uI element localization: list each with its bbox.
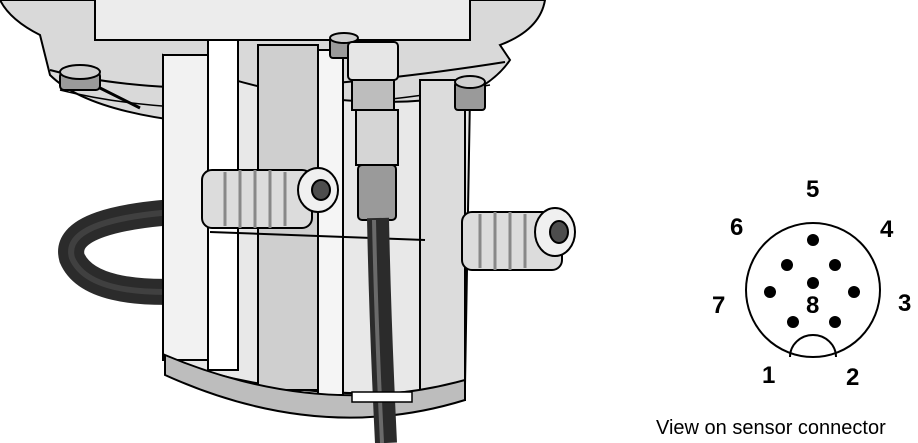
flange-bolt-left: [59, 64, 141, 110]
connector-outline: [745, 222, 881, 358]
pin-label-5: 5: [806, 176, 820, 203]
sensor-connector-plug: [347, 41, 399, 221]
pin-label-8: 8: [806, 292, 820, 319]
pin-label-7: 7: [712, 292, 726, 319]
pin-label-2: 2: [846, 364, 860, 391]
connector-pinout-diagram: [745, 222, 881, 358]
pin-label-6: 6: [730, 214, 744, 241]
connector-view-caption: View on sensor connector: [656, 417, 886, 439]
pin-dot-2: [829, 316, 841, 328]
connector-key-notch: [789, 334, 837, 358]
pin-dot-7: [764, 286, 776, 298]
pin-dot-6: [781, 259, 793, 271]
cable-gland-left: [201, 167, 339, 229]
cable-gland-right: [461, 207, 576, 271]
pin-dot-5: [807, 234, 819, 246]
pin-label-4: 4: [880, 216, 894, 243]
sensor-cable: [367, 217, 397, 443]
mounting-bracket: [161, 39, 472, 419]
pin-dot-4: [829, 259, 841, 271]
pin-label-1: 1: [762, 362, 776, 389]
flange-bolt-right: [454, 75, 486, 111]
pin-dot-8: [807, 277, 819, 289]
pin-dot-3: [848, 286, 860, 298]
pin-dot-1: [787, 316, 799, 328]
pin-label-3: 3: [898, 290, 912, 317]
